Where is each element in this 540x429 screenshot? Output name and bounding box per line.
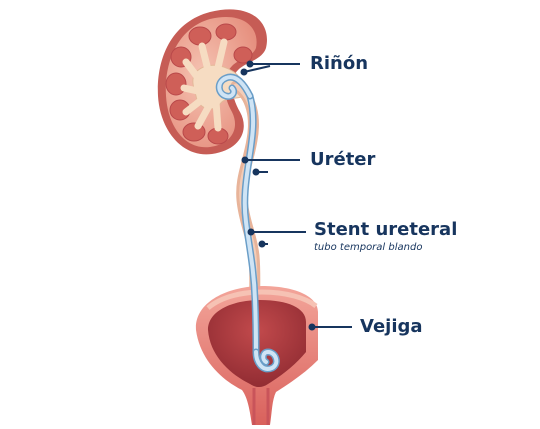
stent-label: Stent ureteral (314, 221, 457, 239)
kidney-label: Riñón (310, 55, 368, 73)
bladder-label: Vejiga (360, 318, 423, 336)
stent-note-label: tubo temporal blando (314, 243, 422, 253)
kidney-leader (242, 62, 301, 75)
ureter-label: Uréter (310, 151, 375, 169)
